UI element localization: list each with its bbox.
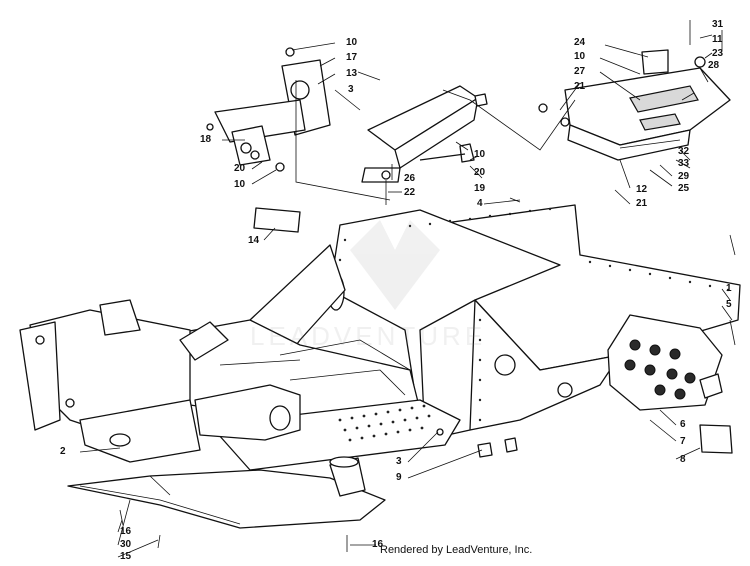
callout-4: 4 bbox=[477, 198, 483, 209]
callout-33: 33 bbox=[678, 158, 690, 169]
callout-21: 21 bbox=[574, 81, 586, 92]
callout-9: 9 bbox=[396, 472, 402, 483]
callout-18: 18 bbox=[200, 134, 212, 145]
callout-14: 14 bbox=[248, 235, 260, 246]
callout-26: 26 bbox=[404, 173, 416, 184]
upper-center-bracket bbox=[361, 85, 479, 183]
callout-12: 12 bbox=[636, 184, 648, 195]
upper-right-console bbox=[564, 49, 731, 161]
callout-13: 13 bbox=[346, 68, 358, 79]
callout-28: 28 bbox=[708, 60, 720, 71]
callout-3: 3 bbox=[396, 456, 402, 467]
side-plate bbox=[253, 207, 301, 233]
callout-10: 10 bbox=[474, 149, 486, 160]
callout-5: 5 bbox=[726, 299, 732, 310]
callout-11: 11 bbox=[712, 34, 723, 45]
callout-3: 3 bbox=[348, 84, 354, 95]
rear-bracket bbox=[607, 314, 723, 411]
svg-text:LEADVENTURE: LEADVENTURE bbox=[250, 321, 486, 351]
callout-17: 17 bbox=[346, 52, 358, 63]
callout-32: 32 bbox=[678, 146, 690, 157]
callout-23: 23 bbox=[712, 48, 724, 59]
callout-10: 10 bbox=[346, 37, 358, 48]
skid-plate bbox=[67, 469, 386, 529]
callout-24: 24 bbox=[574, 37, 586, 48]
callout-29: 29 bbox=[678, 171, 690, 182]
callout-6: 6 bbox=[680, 419, 686, 430]
callout-10: 10 bbox=[574, 51, 586, 62]
callout-8: 8 bbox=[680, 454, 686, 465]
callout-25: 25 bbox=[678, 183, 690, 194]
callout-30: 30 bbox=[120, 539, 132, 550]
leader-lines bbox=[79, 34, 733, 558]
callout-19: 19 bbox=[474, 183, 486, 194]
callout-20: 20 bbox=[474, 167, 486, 178]
callout-16: 16 bbox=[372, 539, 384, 550]
callout-21: 21 bbox=[636, 198, 648, 209]
callout-16: 16 bbox=[120, 526, 132, 537]
hardware bbox=[119, 20, 736, 552]
strap bbox=[699, 424, 733, 454]
callout-2: 2 bbox=[60, 446, 66, 457]
callout-31: 31 bbox=[712, 19, 724, 30]
callout-20: 20 bbox=[234, 163, 246, 174]
callout-22: 22 bbox=[404, 187, 416, 198]
callout-27: 27 bbox=[574, 66, 586, 77]
upper-left-bracket bbox=[214, 59, 331, 166]
callout-7: 7 bbox=[680, 436, 686, 447]
callout-15: 15 bbox=[120, 551, 132, 562]
credit-text: Rendered by LeadVenture, Inc. bbox=[380, 544, 533, 556]
watermark-logo: LEADVENTURE bbox=[250, 220, 486, 351]
callout-10: 10 bbox=[234, 179, 246, 190]
callout-1: 1 bbox=[726, 283, 732, 294]
